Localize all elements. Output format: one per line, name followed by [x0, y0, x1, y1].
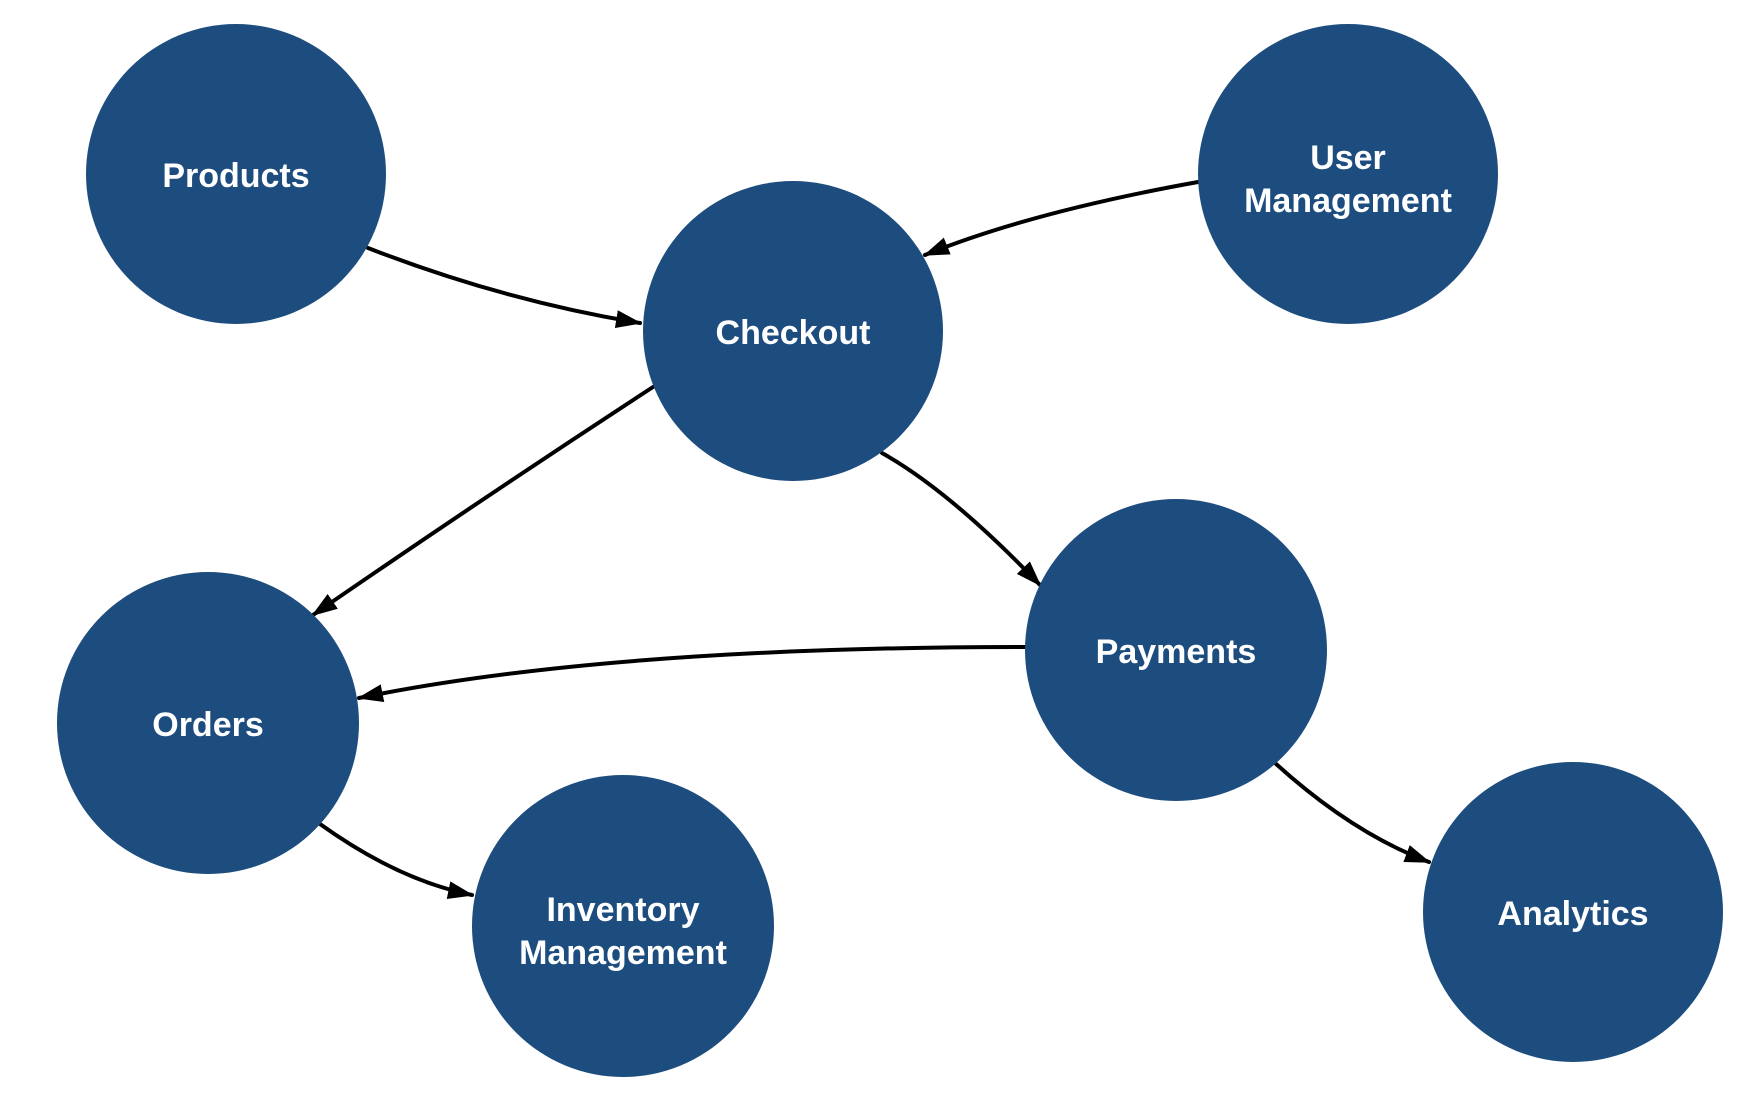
edge-checkout-to-payments	[880, 451, 1042, 587]
edges-layer	[311, 180, 1431, 900]
node-payments: Payments	[1025, 499, 1327, 801]
edge-orders-to-inventory-management	[318, 822, 474, 900]
node-checkout-shape[interactable]	[643, 181, 943, 481]
edge-user-management-to-checkout	[923, 180, 1200, 257]
node-inventory-management-shape[interactable]	[472, 775, 774, 1077]
node-payments-shape[interactable]	[1025, 499, 1327, 801]
edge-payments-to-orders	[357, 645, 1027, 703]
node-user-management-shape[interactable]	[1198, 24, 1498, 324]
node-products-shape[interactable]	[86, 24, 386, 324]
node-checkout: Checkout	[643, 181, 943, 481]
node-analytics: Analytics	[1423, 762, 1723, 1062]
node-analytics-shape[interactable]	[1423, 762, 1723, 1062]
edge-checkout-to-orders	[311, 385, 655, 617]
edge-products-to-checkout	[366, 246, 642, 329]
node-orders-shape[interactable]	[57, 572, 359, 874]
node-products: Products	[86, 24, 386, 324]
node-orders: Orders	[57, 572, 359, 874]
edge-payments-to-analytics	[1273, 761, 1431, 864]
